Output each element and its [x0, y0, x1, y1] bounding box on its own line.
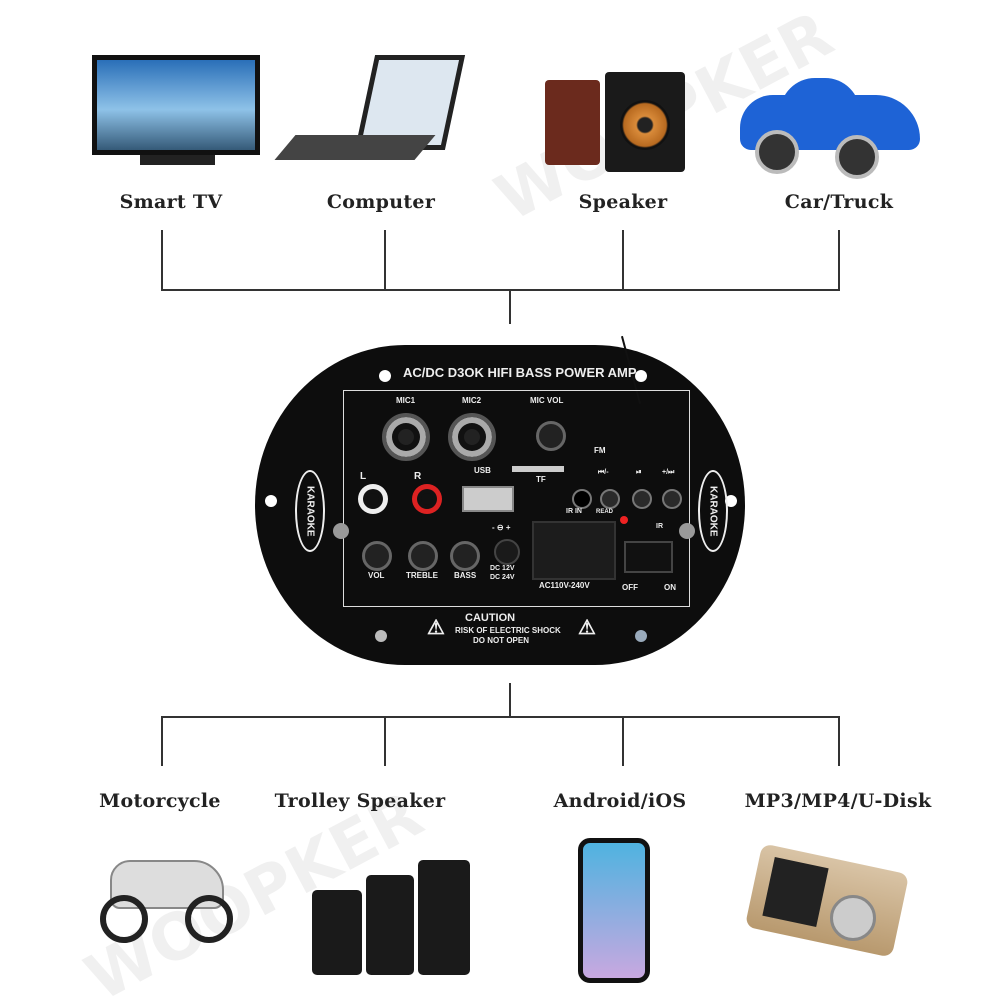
dc-power-jack[interactable] — [494, 539, 520, 565]
mount-hole — [265, 495, 277, 507]
dc12-label: DC 12V — [490, 565, 515, 572]
next-button[interactable] — [662, 489, 682, 509]
motorcycle-wheel — [185, 895, 233, 943]
mic-vol-knob[interactable] — [536, 421, 566, 451]
mount-hole — [635, 630, 647, 642]
mic2-label: MIC2 — [462, 396, 482, 405]
mount-hole — [725, 495, 737, 507]
amplifier-board: AC/DC D3OK HIFI BASS POWER AMP KARAOKE K… — [255, 335, 745, 665]
next-label: +/⏭ — [662, 469, 675, 476]
ac-power-socket[interactable] — [532, 521, 616, 580]
mount-hole — [379, 370, 391, 382]
dc24-label: DC 24V — [490, 574, 515, 581]
mount-hole — [635, 370, 647, 382]
car-wheel — [835, 135, 879, 179]
speaker-cone — [620, 100, 670, 150]
ir-in-jack[interactable] — [572, 489, 592, 509]
tv-image — [92, 55, 260, 155]
control-panel: MIC1 MIC2 MIC VOL L R USB TF FM IR IN ⏮/… — [343, 390, 690, 607]
caution-line2: DO NOT OPEN — [473, 636, 530, 645]
label-smart-tv: Smart TV — [119, 191, 223, 213]
mp3-dial — [830, 895, 876, 941]
warning-icon: ⚠ — [578, 617, 596, 639]
connector-line — [161, 716, 840, 718]
label-mp3-mp4-udisk: MP3/MP4/U-Disk — [744, 790, 932, 812]
connector-line — [622, 716, 624, 766]
amp-title: AC/DC D3OK HIFI BASS POWER AMP — [403, 365, 637, 380]
bass-knob[interactable] — [450, 541, 480, 571]
label-motorcycle: Motorcycle — [99, 790, 221, 812]
vol-label: VOL — [368, 571, 385, 580]
karaoke-logo-right: KARAOKE — [698, 470, 728, 552]
trolley-speaker-image — [366, 875, 414, 975]
play-label: ⏯ — [636, 469, 642, 476]
laptop-keyboard — [274, 135, 436, 160]
car-wheel — [755, 130, 799, 174]
trolley-speaker-image — [312, 890, 362, 975]
label-computer: Computer — [326, 191, 436, 213]
connector-line — [838, 230, 840, 290]
mic2-jack[interactable] — [448, 413, 496, 461]
label-car-truck: Car/Truck — [784, 191, 894, 213]
read-label: READ — [596, 509, 614, 515]
off-label: OFF — [622, 583, 638, 592]
l-label: L — [360, 471, 367, 482]
connector-line — [509, 289, 511, 324]
treble-knob[interactable] — [408, 541, 438, 571]
karaoke-logo-left: KARAOKE — [295, 470, 325, 552]
usb-port[interactable] — [462, 486, 514, 512]
mic1-label: MIC1 — [396, 396, 416, 405]
prev-button[interactable] — [600, 489, 620, 509]
fm-label: FM — [594, 446, 606, 455]
treble-label: TREBLE — [406, 571, 438, 580]
play-pause-button[interactable] — [632, 489, 652, 509]
screw — [679, 523, 695, 539]
ac-label: AC110V-240V — [539, 581, 590, 590]
connector-line — [161, 716, 163, 766]
rca-right-input[interactable] — [412, 484, 442, 514]
prev-label: ⏮/- — [598, 469, 609, 476]
mic1-jack[interactable] — [382, 413, 430, 461]
tf-label: TF — [536, 475, 546, 484]
phone-image — [578, 838, 650, 983]
on-label: ON — [664, 583, 676, 592]
tf-slot[interactable] — [512, 466, 564, 472]
connector-line — [161, 230, 163, 290]
connector-line — [384, 716, 386, 766]
vol-knob[interactable] — [362, 541, 392, 571]
rca-left-input[interactable] — [358, 484, 388, 514]
caution-title: CAUTION — [465, 612, 516, 624]
warning-icon: ⚠ — [427, 617, 445, 639]
connector-line — [509, 683, 511, 717]
connector-line — [161, 289, 840, 291]
usb-label: USB — [474, 466, 491, 475]
connector-line — [838, 716, 840, 766]
label-speaker: Speaker — [578, 191, 668, 213]
connector-line — [622, 230, 624, 290]
ir-label: IR — [656, 523, 663, 530]
trolley-speaker-image — [418, 860, 470, 975]
screw — [333, 523, 349, 539]
connector-line — [384, 230, 386, 290]
tv-stand — [140, 155, 215, 165]
r-label: R — [414, 471, 422, 482]
power-switch[interactable] — [624, 541, 673, 573]
mount-hole — [375, 630, 387, 642]
label-trolley-speaker: Trolley Speaker — [274, 790, 446, 812]
dc-polarity-label: - ⊖ + — [492, 523, 511, 532]
bass-label: BASS — [454, 571, 477, 580]
speaker-image — [545, 80, 600, 165]
motorcycle-wheel — [100, 895, 148, 943]
ir-in-label: IR IN — [566, 508, 582, 515]
label-android-ios: Android/iOS — [553, 790, 687, 812]
mic-vol-label: MIC VOL — [530, 396, 564, 405]
power-led — [620, 516, 628, 524]
caution-line1: RISK OF ELECTRIC SHOCK — [455, 626, 561, 635]
